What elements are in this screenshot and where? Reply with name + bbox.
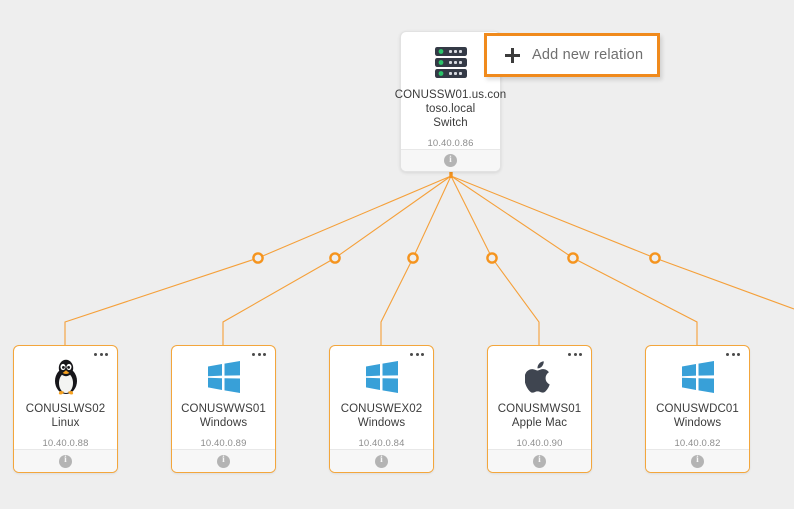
add-new-relation-button[interactable]: Add new relation [484,33,660,77]
edge-junction-node [252,252,264,264]
node-body: CONUSWWS01 Windows 10.40.0.89 [172,346,275,449]
root-node-name-line1: CONUSSW01.us.con [394,89,507,101]
edge-junction-node [649,252,661,264]
node-os: Windows [357,417,406,429]
info-icon[interactable]: i [375,454,388,468]
info-icon[interactable]: i [217,454,230,468]
node-os: Linux [51,417,80,429]
root-node-type: Switch [433,117,468,129]
node-card-conuswws01[interactable]: CONUSWWS01 Windows 10.40.0.89 i [171,345,276,473]
edge-junction-node [329,252,341,264]
node-info-bar[interactable]: i [646,449,749,472]
root-node-info-bar[interactable]: i [401,149,500,171]
root-node-ip: 10.40.0.86 [427,138,474,149]
node-info-bar[interactable]: i [488,449,591,472]
info-icon[interactable]: i [691,454,704,468]
windows-logo-icon [206,354,242,400]
node-name: CONUSLWS02 [25,403,106,415]
node-info-bar[interactable]: i [14,449,117,472]
linux-penguin-icon [51,354,81,400]
node-ip: 10.40.0.89 [200,438,247,449]
node-ip: 10.40.0.84 [358,438,405,449]
node-card-conuswdc01[interactable]: CONUSWDC01 Windows 10.40.0.82 i [645,345,750,473]
apple-logo-icon [524,354,555,400]
node-body: CONUSMWS01 Apple Mac 10.40.0.90 [488,346,591,449]
node-name: CONUSWWS01 [181,403,266,415]
node-card-conuslws02[interactable]: CONUSLWS02 Linux 10.40.0.88 i [13,345,118,473]
node-ip: 10.40.0.90 [516,438,563,449]
plus-icon [505,47,520,63]
node-info-bar[interactable]: i [330,449,433,472]
node-body: CONUSLWS02 Linux 10.40.0.88 [14,346,117,449]
server-rack-icon [432,40,470,86]
edge-junction-node [407,252,419,264]
node-body: CONUSWEX02 Windows 10.40.0.84 [330,346,433,449]
node-ip: 10.40.0.82 [674,438,721,449]
node-name: CONUSWDC01 [656,403,739,415]
more-options-icon[interactable] [94,353,108,356]
windows-logo-icon [364,354,400,400]
more-options-icon[interactable] [252,353,266,356]
add-new-relation-label: Add new relation [532,47,644,63]
more-options-icon[interactable] [410,353,424,356]
windows-logo-icon [680,354,716,400]
edge-junction-node [486,252,498,264]
node-os: Apple Mac [511,417,568,429]
node-body: CONUSWDC01 Windows 10.40.0.82 [646,346,749,449]
node-os: Windows [673,417,722,429]
root-node-body: CONUSSW01.us.con toso.local Switch 10.40… [395,32,506,149]
more-options-icon[interactable] [568,353,582,356]
edge-junction-node [567,252,579,264]
node-card-conuswex02[interactable]: CONUSWEX02 Windows 10.40.0.84 i [329,345,434,473]
node-name: CONUSMWS01 [497,403,582,415]
info-icon[interactable]: i [533,454,546,468]
node-info-bar[interactable]: i [172,449,275,472]
node-ip: 10.40.0.88 [42,438,89,449]
more-options-icon[interactable] [726,353,740,356]
node-name: CONUSWEX02 [340,403,423,415]
info-icon[interactable]: i [59,454,72,468]
node-os: Windows [199,417,248,429]
info-icon[interactable]: i [444,154,457,167]
node-card-conusmws01[interactable]: CONUSMWS01 Apple Mac 10.40.0.90 i [487,345,592,473]
root-node-name-line2: toso.local [425,103,476,115]
